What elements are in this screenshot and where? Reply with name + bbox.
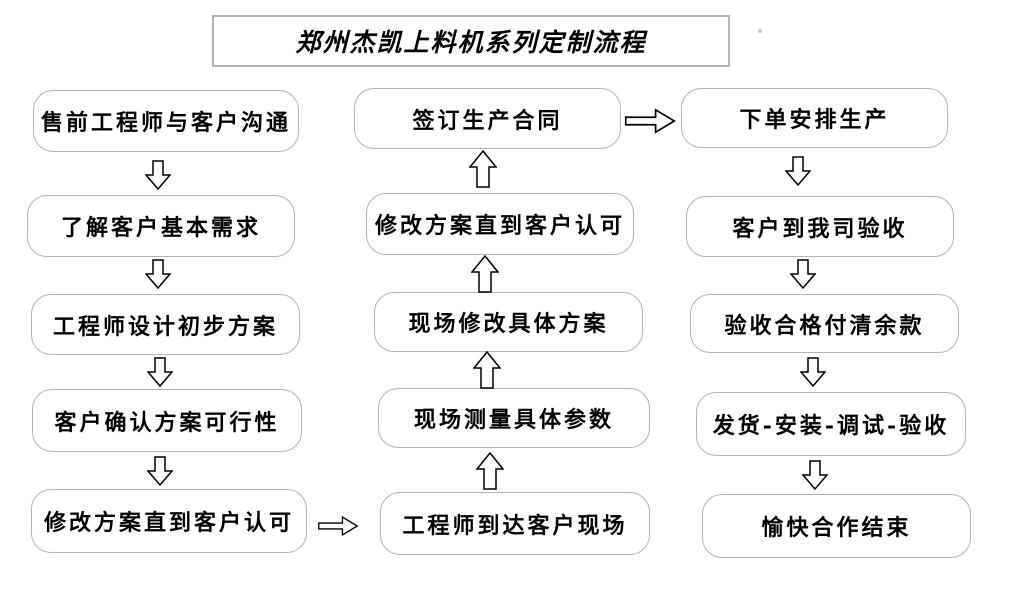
node-label: 工程师设计初步方案 bbox=[52, 313, 278, 340]
node-place-order: 下单安排生产 bbox=[681, 88, 948, 148]
up-arrow-icon bbox=[470, 254, 500, 293]
node-cooperation-end: 愉快合作结束 bbox=[702, 494, 971, 558]
down-arrow-icon bbox=[146, 456, 174, 487]
node-label: 客户到我司验收 bbox=[732, 215, 908, 242]
node-revise-until-approval-2: 修改方案直到客户认可 bbox=[366, 193, 634, 255]
node-confirm-feasibility: 客户确认方案可行性 bbox=[32, 389, 302, 452]
down-arrow-icon bbox=[799, 356, 827, 388]
node-label: 客户确认方案可行性 bbox=[54, 409, 280, 436]
node-label: 售前工程师与客户沟通 bbox=[40, 110, 291, 136]
down-arrow-icon bbox=[789, 258, 817, 290]
down-arrow-icon bbox=[146, 357, 174, 388]
up-arrow-icon bbox=[475, 451, 505, 490]
node-understand-needs: 了解客户基本需求 bbox=[27, 195, 295, 257]
node-onsite-revise-plan: 现场修改具体方案 bbox=[374, 292, 643, 352]
node-ship-install-debug-accept: 发货-安装-调试-验收 bbox=[696, 392, 966, 456]
node-engineer-arrives-onsite: 工程师到达客户现场 bbox=[380, 492, 650, 555]
node-label: 愉快合作结束 bbox=[761, 515, 912, 541]
node-label: 现场修改具体方案 bbox=[408, 311, 609, 337]
node-label: 了解客户基本需求 bbox=[60, 215, 261, 241]
node-label: 工程师到达客户现场 bbox=[402, 512, 628, 539]
node-pay-balance: 验收合格付清余款 bbox=[690, 294, 959, 353]
node-initial-design: 工程师设计初步方案 bbox=[31, 294, 300, 355]
node-revise-until-approval: 修改方案直到客户认可 bbox=[31, 489, 307, 553]
node-label: 验收合格付清余款 bbox=[724, 312, 925, 339]
node-label: 下单安排生产 bbox=[739, 107, 890, 133]
node-sign-contract: 签订生产合同 bbox=[354, 88, 621, 149]
node-label: 发货-安装-调试-验收 bbox=[712, 413, 950, 439]
node-onsite-measure-params: 现场测量具体参数 bbox=[378, 388, 650, 448]
up-arrow-icon bbox=[468, 149, 498, 188]
down-arrow-icon bbox=[801, 459, 829, 491]
down-arrow-icon bbox=[784, 155, 812, 187]
node-customer-acceptance: 客户到我司验收 bbox=[686, 196, 954, 257]
down-arrow-icon bbox=[144, 259, 172, 290]
node-label: 修改方案直到客户认可 bbox=[374, 213, 625, 239]
node-label: 签订生产合同 bbox=[412, 107, 563, 134]
node-label: 修改方案直到客户认可 bbox=[43, 510, 294, 536]
right-arrow-icon bbox=[623, 107, 677, 135]
right-arrow-icon bbox=[318, 512, 359, 540]
title-box: 郑州杰凯上料机系列定制流程 bbox=[212, 15, 730, 67]
stray-dot-artifact bbox=[758, 29, 762, 33]
down-arrow-icon bbox=[144, 160, 172, 191]
page-title: 郑州杰凯上料机系列定制流程 bbox=[295, 28, 647, 57]
node-label: 现场测量具体参数 bbox=[413, 407, 614, 433]
up-arrow-icon bbox=[472, 350, 502, 389]
node-presales-communication: 售前工程师与客户沟通 bbox=[33, 90, 299, 152]
